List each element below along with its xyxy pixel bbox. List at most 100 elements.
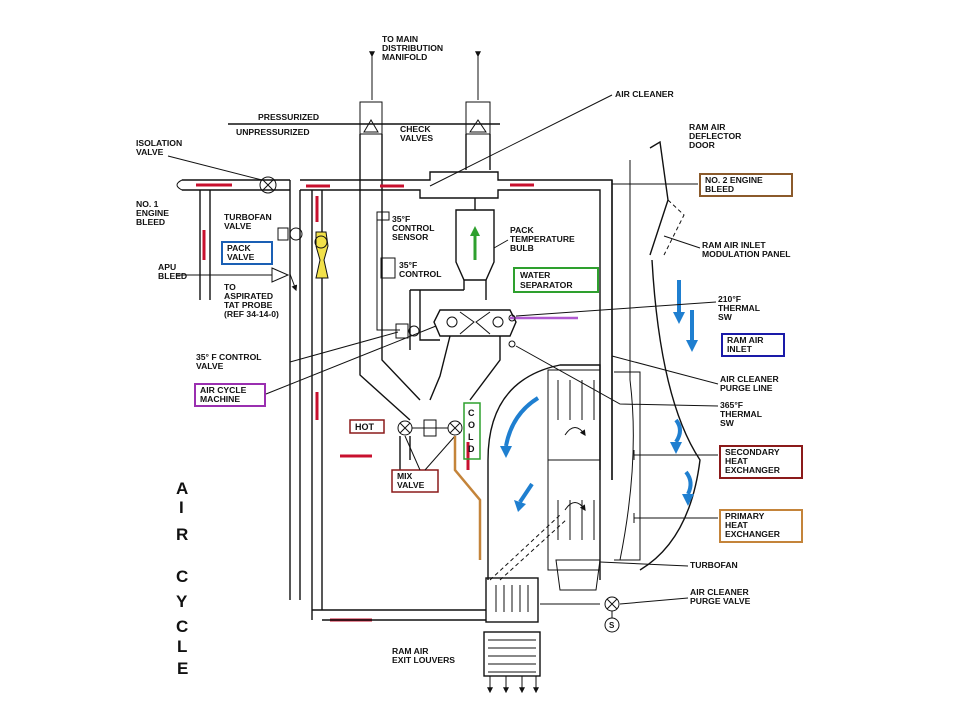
svg-text:MIX: MIX [397,471,413,481]
thermal-365-line: THERMAL [720,409,762,419]
secondary-heat-exchanger-box: SECONDARY HEAT EXCHANGER [719,445,803,479]
purge-valve-line: PURGE VALVE [690,596,751,606]
ram-exit-line: RAM AIR [392,646,429,656]
pack-temp-line: BULB [510,243,534,253]
ram-flow-arrows [500,280,698,512]
main-duct [176,134,613,620]
thermal-365-line: SW [720,418,735,428]
no1-bleed-line: ENGINE [136,208,169,218]
svg-text:D: D [468,444,475,454]
control-valve-35-line: 35° F CONTROL [196,352,262,362]
air-cycle-machine-body [409,280,517,401]
tat-line: TAT PROBE [224,300,273,310]
tat-line: ASPIRATED [224,291,273,301]
isolation-valve [259,176,277,194]
ram-deflector-door [649,140,669,256]
pack-temp-line: PACK [510,225,535,235]
air-cleaner-label: AIR CLEANER [615,89,675,99]
isolation-valve-line: VALVE [136,147,164,157]
pack-valve-box: PACK VALVE [221,241,273,265]
cold-label-box: C O L D [463,402,481,460]
ram-air-inlet-box: RAM AIR INLET [721,333,785,357]
svg-text:HEAT: HEAT [725,520,749,530]
air-cycle-machine-box: AIR CYCLE MACHINE [194,383,266,407]
manifold-line: TO MAIN [382,34,418,44]
ram-exit-louvers [483,631,541,694]
pack-valve-icon [314,235,328,249]
side-title-letter: A [176,479,188,498]
manifold-line: DISTRIBUTION [382,43,443,53]
water-separator-body [455,198,495,281]
thermal-210-line: SW [718,312,733,322]
ram-inlet-panel-line: MODULATION PANEL [702,249,790,259]
tat-line: (REF 34-14-0) [224,309,279,319]
pack-valve-body [315,231,329,279]
pack-temp-line: TEMPERATURE [510,234,575,244]
svg-text:EXCHANGER: EXCHANGER [725,465,781,475]
mix-line [453,436,482,560]
control-line: CONTROL [399,269,442,279]
deflector-line: RAM AIR [689,122,726,132]
thermal-365-line: 365°F [720,400,743,410]
primary-heat-exchanger-box: PRIMARY HEAT EXCHANGER [719,509,803,543]
mix-valve-label-box: MIX VALVE [391,469,439,493]
control-valve-35-icon [408,325,420,337]
side-title-letter: Y [176,592,188,611]
air-cleaner-leader [429,94,613,187]
water-separator-box: WATER SEPARATOR [513,267,599,293]
ram-inlet-duct [619,160,701,571]
side-title-letter: C [176,567,188,586]
svg-text:MACHINE: MACHINE [200,394,240,404]
svg-text:L: L [468,432,474,442]
svg-text:RAM AIR: RAM AIR [727,335,764,345]
svg-text:NO. 2 ENGINE: NO. 2 ENGINE [705,175,763,185]
apu-bleed-line: APU [158,262,176,272]
thermal-210-line: THERMAL [718,303,760,313]
svg-text:SECONDARY: SECONDARY [725,447,780,457]
pressurized-label: PRESSURIZED [258,112,319,122]
thermal-210-sensor [508,314,516,322]
s-label: S [609,621,615,630]
thermal-365-sensor [508,340,516,348]
purge-line-label-line: PURGE LINE [720,383,773,393]
purge-valve: S [540,596,620,633]
deflector-line: DEFLECTOR [689,131,742,141]
no1-bleed-line: BLEED [136,217,165,227]
hot-label-box: HOT [349,419,385,434]
turbofan-valve-icon [289,227,303,241]
control-unit [380,257,396,279]
svg-text:BLEED: BLEED [705,184,734,194]
turbofan-valve-line: VALVE [224,221,252,231]
purge-line-label-line: AIR CLEANER [720,374,780,384]
svg-text:VALVE: VALVE [397,480,425,490]
side-title-letter: R [176,525,188,544]
check-valves-line: CHECK [400,124,431,134]
mix-valve-body [397,419,463,470]
purge-valve-line: AIR CLEANER [690,587,750,597]
side-title-letter: E [177,659,188,678]
unpressurized-label: UNPRESSURIZED [236,127,310,137]
hot-label: HOT [355,422,375,432]
control-valve-35-body [395,323,409,339]
side-title-letter: C [176,617,188,636]
deflector-line: DOOR [689,140,716,150]
ram-exit-line: EXIT LOUVERS [392,655,455,665]
turbofan-label: TURBOFAN [690,560,738,570]
svg-text:PACK: PACK [227,243,252,253]
svg-text:WATER: WATER [520,270,551,280]
thermal-210-line: 210°F [718,294,741,304]
no2-engine-bleed-box: NO. 2 ENGINE BLEED [699,173,793,197]
check-valves-line: VALVES [400,133,433,143]
apu-bleed-line: BLEED [158,271,187,281]
side-title-letter: I [179,498,184,517]
svg-text:SEPARATOR: SEPARATOR [520,280,573,290]
svg-text:VALVE: VALVE [227,252,255,262]
svg-text:PRIMARY: PRIMARY [725,511,765,521]
svg-text:O: O [468,420,475,430]
svg-text:INLET: INLET [727,344,753,354]
side-title-letter: L [177,637,187,656]
control-line: 35°F [399,260,417,270]
manifold-line: MANIFOLD [382,52,427,62]
svg-text:HEAT: HEAT [725,456,749,466]
